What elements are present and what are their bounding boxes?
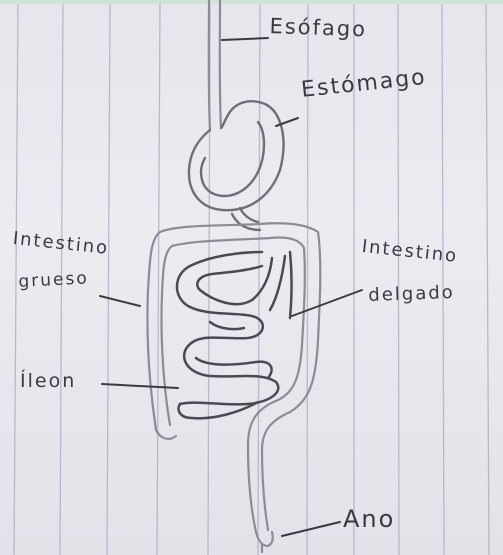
esophagus-shape xyxy=(209,0,221,130)
pointer-esofago xyxy=(222,38,268,40)
pointer-ano xyxy=(282,522,340,536)
label-ano: Ano xyxy=(343,505,395,533)
label-esofago: Esófago xyxy=(269,14,367,41)
small-intestine-shape xyxy=(177,252,292,418)
pointer-lines xyxy=(100,38,362,536)
pointer-intestino-delgado xyxy=(292,290,362,316)
stomach-shape xyxy=(189,101,284,230)
pointer-intestino-grueso xyxy=(100,296,140,306)
pointer-ileon xyxy=(102,384,178,388)
label-intestino-grueso-line2: grueso xyxy=(18,268,89,292)
top-edge xyxy=(0,0,503,4)
label-intestino-delgado-line2: delgado xyxy=(368,282,455,306)
label-ileon: Íleon xyxy=(20,370,76,392)
